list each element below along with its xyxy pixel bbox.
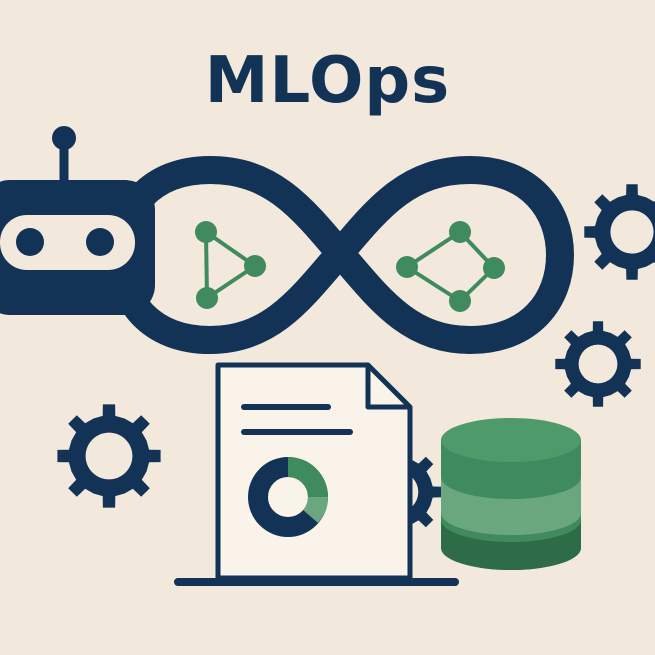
infinity-loop-icon [106,156,574,354]
page-title: MLOps [204,44,451,118]
gear-icon [555,321,641,407]
gear-icon [57,404,161,508]
database-icon [441,418,581,570]
diamond-network-icon [396,221,505,312]
gear-icon [584,184,655,280]
triangle-network-icon [195,221,266,309]
pie-chart-icon [248,457,328,537]
robot-icon [0,126,155,315]
